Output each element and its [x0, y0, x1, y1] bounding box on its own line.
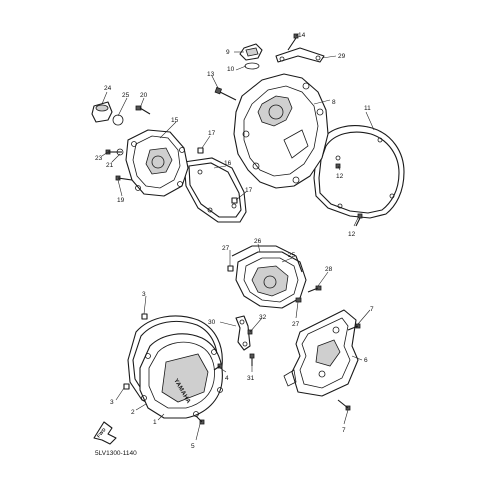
- callout-21: 23: [95, 155, 103, 162]
- callout-30: 30: [208, 319, 216, 326]
- diagram-code: 5LV1300-1140: [95, 450, 137, 457]
- front-direction-marker: FWD: [93, 421, 117, 445]
- bracket-30: [235, 315, 255, 366]
- front-marker-label: FWD: [96, 427, 107, 439]
- callout-27: 27: [292, 321, 300, 328]
- callout-16: 16: [224, 160, 232, 167]
- callout-6: 6: [364, 357, 368, 364]
- bracket-14: [275, 33, 325, 63]
- bolt-13: [214, 86, 237, 101]
- callout-10: 10: [227, 66, 235, 73]
- callout-5: 5: [191, 443, 195, 450]
- callout-2: 2: [131, 409, 135, 416]
- oil-filler-cap: [239, 43, 263, 70]
- timing-cover-assembly: [227, 245, 322, 309]
- callout-15: 15: [171, 117, 179, 124]
- callout-8: 8: [332, 99, 336, 106]
- callout-26: 27: [222, 245, 230, 252]
- callout-22: 24: [104, 85, 112, 92]
- gasket-clutch-cover: [313, 125, 405, 219]
- callout-1: 1: [153, 419, 157, 426]
- oil-strainer-cover: [91, 101, 247, 223]
- callout-29: 29: [338, 53, 346, 60]
- callout-13: 13: [207, 71, 215, 78]
- callout-31: 31: [247, 375, 255, 382]
- callout-4: 4: [225, 375, 229, 382]
- callout-12-lower: 12: [348, 231, 356, 238]
- generator-cover: YAMAHA: [123, 313, 223, 425]
- callout-32: 32: [259, 314, 267, 321]
- callout-17-upper: 17: [208, 130, 216, 137]
- callout-28: 28: [325, 266, 333, 273]
- callout-17-lower: 17: [245, 187, 253, 194]
- callout-9: 9: [226, 49, 230, 56]
- callout-11: 11: [364, 105, 371, 112]
- callout-24: 25: [288, 252, 296, 259]
- callout-19: 20: [140, 92, 148, 99]
- callout-7-upper: 7: [370, 306, 374, 313]
- crankcase-cover-clutch: [214, 33, 405, 227]
- leader-lines: [101, 33, 375, 441]
- callout-25: 26: [254, 238, 262, 245]
- callout-7-lower: 7: [342, 427, 346, 434]
- callout-labels: 24 25 20 15 23 21 19 17 16 17 13 9 10 14…: [95, 32, 374, 450]
- callout-20: 21: [106, 162, 114, 169]
- crankcase-guard: [283, 309, 361, 411]
- callout-14: 14: [298, 32, 306, 39]
- callout-18: 19: [117, 197, 125, 204]
- callout-23: 25: [122, 92, 130, 99]
- callout-12-upper: 12: [336, 173, 344, 180]
- callout-3-lower: 3: [110, 399, 114, 406]
- callout-3-upper: 3: [142, 291, 146, 298]
